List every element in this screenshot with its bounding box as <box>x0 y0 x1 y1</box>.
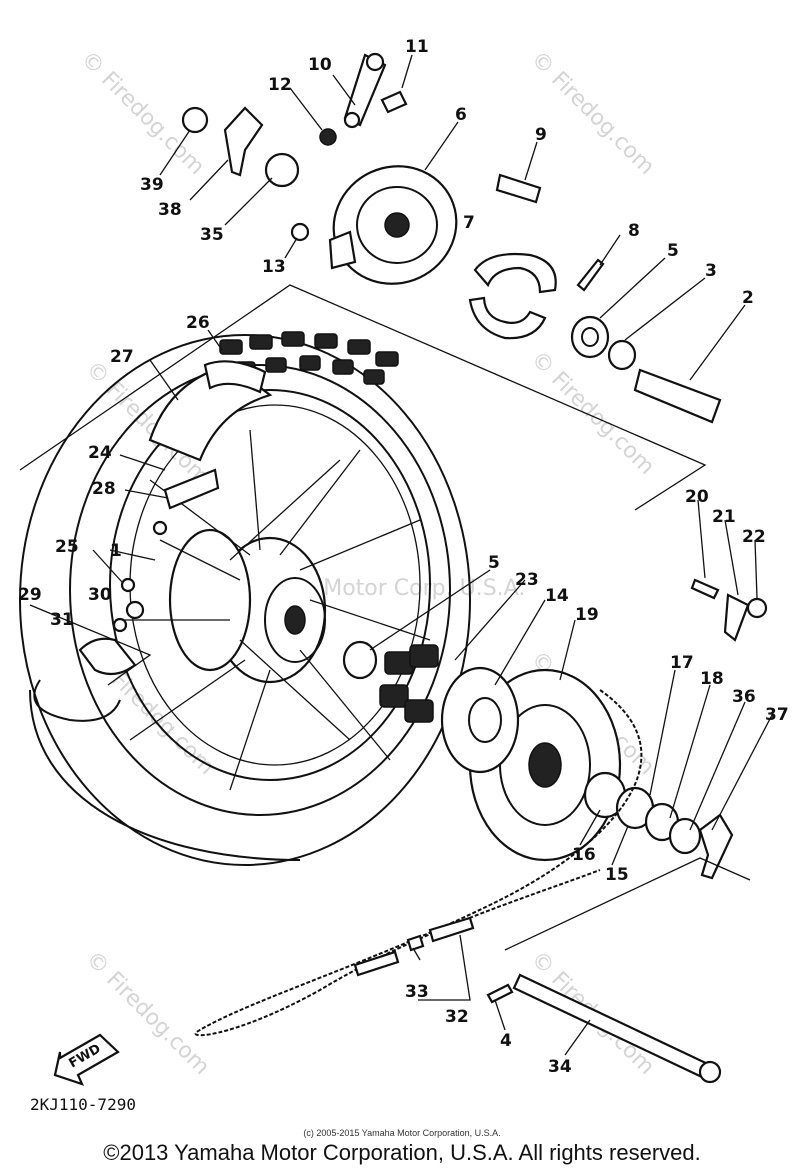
part-label: 8 <box>628 221 640 241</box>
part-label: 5 <box>667 241 679 261</box>
watermark-firedog: © Firedog.com <box>526 47 659 180</box>
part-label: 35 <box>200 225 224 245</box>
part-label: 17 <box>670 653 694 673</box>
brake-plate <box>328 165 458 285</box>
forward-arrow-icon: FWD <box>53 1033 120 1086</box>
part-label: 2 <box>742 288 754 308</box>
part-label: 39 <box>140 175 164 195</box>
cam-lever <box>319 52 408 146</box>
part-label: 16 <box>572 845 596 865</box>
part-label: 34 <box>548 1057 572 1077</box>
part-label: 12 <box>268 75 292 95</box>
part-label: 10 <box>308 55 332 75</box>
chain <box>194 689 643 1037</box>
part-label: 29 <box>18 585 42 605</box>
brake-shoes <box>468 252 605 340</box>
tube <box>148 360 273 510</box>
part-label: 28 <box>92 479 116 499</box>
axle-shaft <box>512 973 722 1084</box>
part-label: 25 <box>55 537 79 557</box>
part-label: 7 <box>463 213 475 233</box>
part-label: 4 <box>500 1031 512 1051</box>
sprocket-assembly <box>342 640 622 862</box>
part-label: 14 <box>545 586 569 606</box>
part-label: 22 <box>742 527 766 547</box>
part-label: 36 <box>732 687 756 707</box>
copyright-small: (c) 2005-2015 Yamaha Motor Corporation, … <box>303 1128 501 1138</box>
part-label: 27 <box>110 347 134 367</box>
part-label: 30 <box>88 585 112 605</box>
part-label: 37 <box>765 705 789 725</box>
part-number-labels: 10 11 12 6 9 39 38 35 13 7 8 5 3 2 26 27… <box>18 37 789 1077</box>
spokes <box>115 429 431 791</box>
copyright-main: ©2013 Yamaha Motor Corporation, U.S.A. A… <box>103 1140 701 1165</box>
leader-lines <box>19 54 773 1056</box>
part-label: 15 <box>605 865 629 885</box>
part-label: 33 <box>405 982 429 1002</box>
part-label: 19 <box>575 605 599 625</box>
hub-assembly <box>115 429 431 791</box>
part-label: 9 <box>535 125 547 145</box>
part-label: 32 <box>445 1007 469 1027</box>
diagram-code: 2KJ110-7290 <box>30 1095 136 1114</box>
part-label: 1 <box>110 541 122 561</box>
part-label: 13 <box>262 257 286 277</box>
part-label: 6 <box>455 105 467 125</box>
part-label: 31 <box>50 610 74 630</box>
part-label: 3 <box>705 261 717 281</box>
part-label: 5 <box>488 553 500 573</box>
axle-parts-upper <box>264 152 722 424</box>
part-label: 11 <box>405 37 429 57</box>
part-label: 21 <box>712 507 736 527</box>
part-label: 18 <box>700 669 724 689</box>
bearings-right <box>583 771 734 880</box>
part-label: 26 <box>186 313 210 333</box>
small-plates-top-left <box>181 106 264 177</box>
part-label: 20 <box>685 487 709 507</box>
adjuster-parts <box>690 578 768 642</box>
part-label: 24 <box>88 443 112 463</box>
part-label: 23 <box>515 570 539 590</box>
watermark-firedog: © Firedog.com <box>526 347 659 480</box>
part-label: 38 <box>158 200 182 220</box>
